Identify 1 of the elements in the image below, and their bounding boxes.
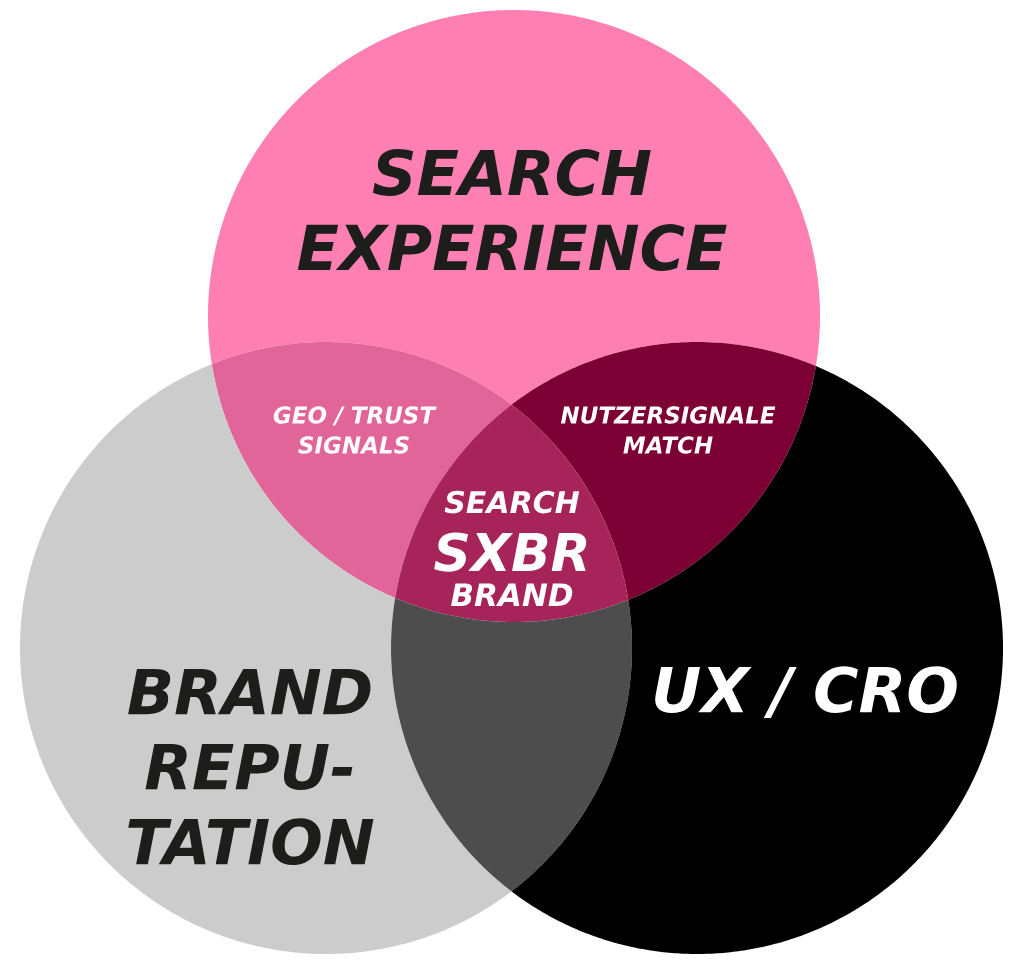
venn-region: SEARCH EXPERIENCE <box>208 10 820 405</box>
